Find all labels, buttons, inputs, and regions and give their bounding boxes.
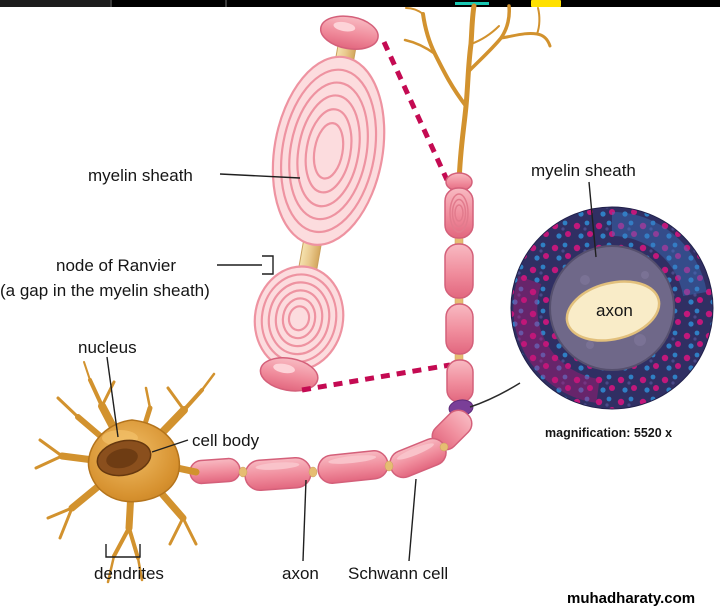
topbar-segment <box>0 0 110 7</box>
cell-body-label: cell body <box>192 431 260 450</box>
apical-dendrites <box>403 3 552 187</box>
nucleus-label: nucleus <box>78 338 137 357</box>
cross-section-pointer-line <box>469 382 521 408</box>
dendrites-bracket <box>105 544 141 558</box>
dendrites-label: dendrites <box>94 564 164 583</box>
node-of-ranvier-bracket <box>262 255 274 275</box>
axon-cross-section-label: axon <box>596 301 633 320</box>
topbar-yellow-badge[interactable] <box>531 0 561 7</box>
label-pointer-lines <box>105 173 597 562</box>
nucleus-line <box>106 356 119 438</box>
enlarged-myelin-segment <box>253 15 386 392</box>
myelin-chain-vertical <box>444 187 474 403</box>
ring-blue-band <box>611 211 707 297</box>
cross-section-view <box>469 206 714 410</box>
cell-body-neuron <box>34 361 216 584</box>
magnification-label: magnification: 5520 x <box>545 426 673 440</box>
topbar-divider <box>225 0 227 7</box>
myelin-sheath-left-label: myelin sheath <box>88 166 193 185</box>
dashed-line-bottom <box>301 362 451 393</box>
schwann-cell-line <box>408 478 417 562</box>
watermark: muhadharaty.com <box>567 590 696 607</box>
node-of-ranvier-label: node of Ranvier <box>56 256 177 275</box>
ring-magenta-band <box>513 276 600 403</box>
topbar-text-glyph <box>455 2 489 5</box>
myelin-coil-upper <box>271 55 386 246</box>
schwann-cell-label: Schwann cell <box>348 564 449 583</box>
axon-label: axon <box>282 564 319 583</box>
node-of-ranvier-note: (a gap in the myelin sheath) <box>0 281 210 300</box>
node-joints <box>238 442 449 478</box>
cytoplasm-texture <box>580 271 649 349</box>
browser-topbar-remnant <box>0 0 720 7</box>
myelin-sheath-left-line <box>219 173 301 179</box>
axon-line <box>302 479 307 562</box>
nucleus-shape <box>96 439 152 477</box>
myelin-coil-lower <box>253 265 345 372</box>
right-neuron <box>189 3 552 492</box>
myelin-sheath-right-label: myelin sheath <box>531 161 636 180</box>
segment-end-caps <box>259 15 379 392</box>
ringed-segment-texture <box>449 193 469 233</box>
myelin-sheath-right-line <box>588 181 597 258</box>
cell-body-line <box>151 439 189 453</box>
cross-section-axon-core <box>565 280 661 342</box>
schwann-cell-chain <box>189 409 473 492</box>
topbar-divider <box>110 0 112 7</box>
